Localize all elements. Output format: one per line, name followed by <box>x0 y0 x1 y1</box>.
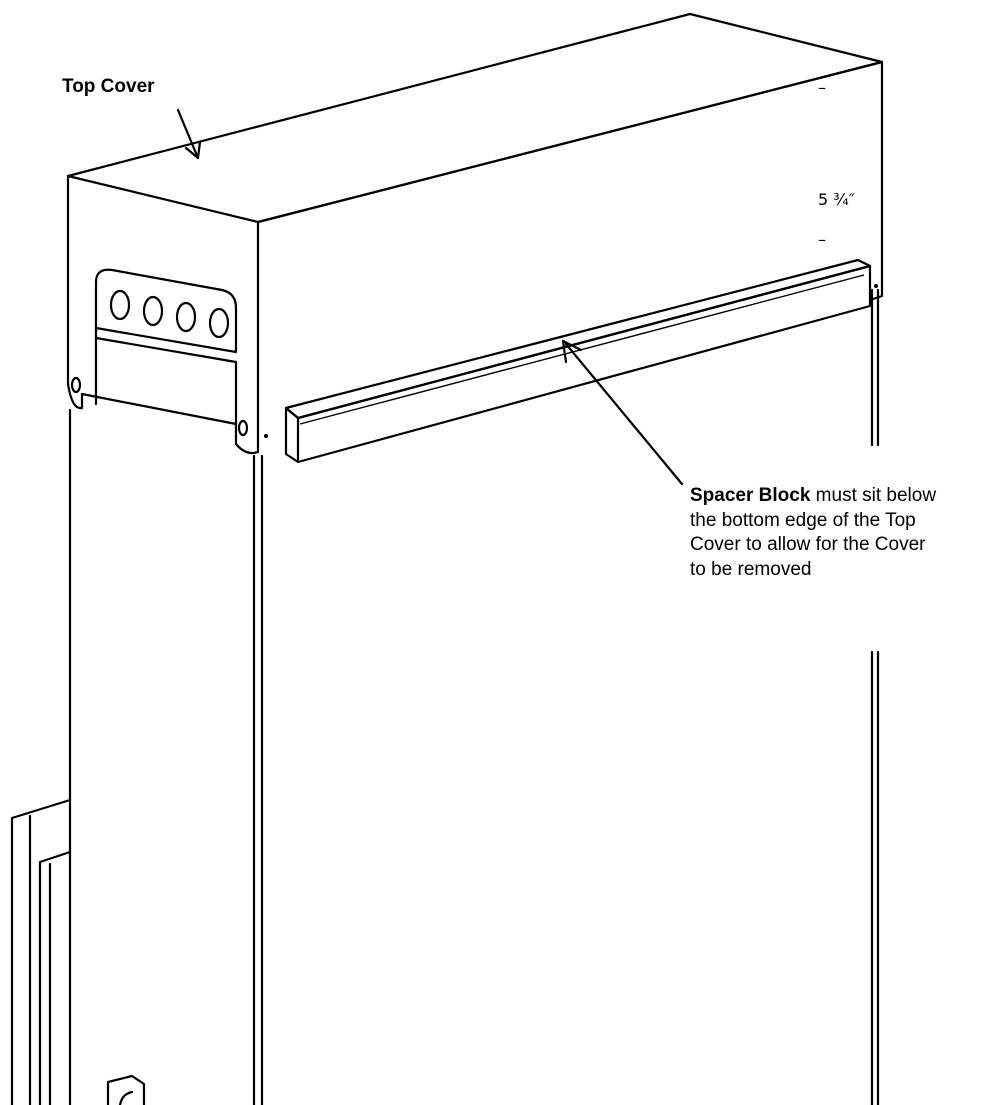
dimension-tick-top: – <box>818 78 826 97</box>
spacer-note-line2: the bottom edge of the Top <box>690 509 916 531</box>
mounting-slot-front <box>237 419 249 437</box>
spacer-note-line4: to be removed <box>690 558 812 580</box>
spacer-leader <box>564 342 684 486</box>
top-cover-leader <box>176 108 200 160</box>
knockout-hole-3 <box>175 301 197 333</box>
spacer-block-front <box>284 406 300 464</box>
top-cover-left-face <box>66 174 260 455</box>
top-cover-label: Top Cover <box>62 76 155 97</box>
adjacent-unit-inner <box>38 850 72 1105</box>
top-cover-front-face <box>256 60 884 302</box>
mounting-slot-left <box>70 376 82 394</box>
dimension-tick-bottom: – <box>818 230 826 249</box>
top-cover-arrowhead <box>184 140 202 160</box>
spacer-arrowhead <box>561 339 583 364</box>
knockout-panel <box>94 268 238 354</box>
top-cover-top-face <box>66 12 884 224</box>
rivet-right <box>874 284 878 288</box>
knockout-hole-4 <box>208 307 230 339</box>
bottom-bracket <box>106 1074 146 1105</box>
knockout-hole-1 <box>109 289 131 321</box>
knockout-panel-lip <box>94 336 238 364</box>
spacer-block-groove <box>299 274 865 425</box>
spacer-block-note: Spacer Block must sit below the bottom ed… <box>690 484 995 582</box>
spacer-block-name: Spacer Block <box>690 485 811 506</box>
spacer-note-line3: Cover to allow for the Cover <box>690 534 926 555</box>
spacer-block-face <box>296 264 872 464</box>
adjacent-unit-outer <box>10 798 72 1105</box>
dimension-label: 5 ¾″ <box>818 190 855 209</box>
spacer-block-top <box>284 258 872 420</box>
spacer-note-line1: must sit below <box>810 485 937 506</box>
rivet <box>264 434 268 438</box>
knockout-hole-2 <box>142 295 164 327</box>
